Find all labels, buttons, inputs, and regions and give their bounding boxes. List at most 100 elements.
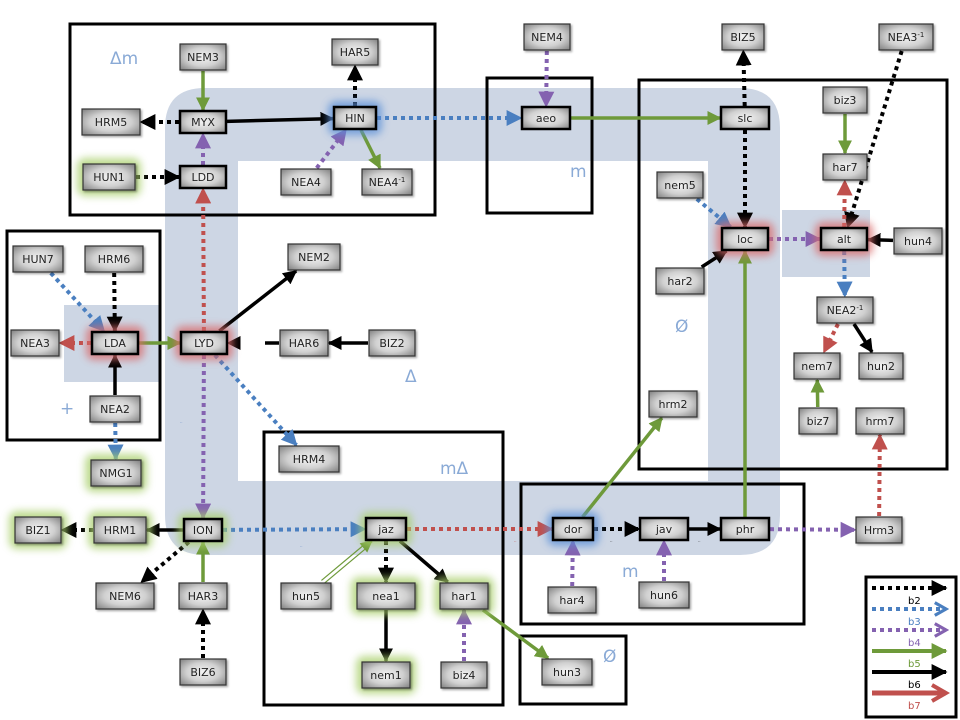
node-box (541, 658, 593, 686)
node-box (10, 329, 60, 357)
node-nmg1[interactable]: NMG1 (90, 459, 142, 487)
edge-line (195, 354, 212, 520)
node-hun1[interactable]: HUN1 (82, 163, 136, 191)
node-hrm2[interactable]: hrm2 (648, 390, 698, 418)
node-box (822, 153, 868, 181)
node-jav[interactable]: jav (638, 516, 690, 542)
node-biz2[interactable]: BIZ2 (368, 329, 416, 357)
node-box (332, 105, 378, 131)
node-hun2[interactable]: hun2 (858, 352, 904, 380)
node-myx[interactable]: MYX (178, 109, 228, 135)
edge-lyd-to-ion (195, 354, 212, 520)
node-biz3[interactable]: biz3 (822, 86, 868, 114)
node-har2[interactable]: har2 (655, 267, 705, 295)
node-hun4[interactable]: hun4 (893, 227, 943, 255)
node-slc[interactable]: slc (719, 105, 771, 131)
node-hrm3[interactable]: Hrm3 (855, 516, 903, 544)
edge-nea2inv-to-hun2 (852, 323, 874, 354)
node-nea2[interactable]: NEA2 (89, 395, 141, 423)
node-nea3inv[interactable]: NEA3-1 (878, 23, 934, 51)
node-nem3[interactable]: NEM3 (179, 43, 227, 71)
node-biz7[interactable]: biz7 (798, 407, 838, 435)
node-box (523, 23, 571, 51)
node-biz1[interactable]: BIZ1 (14, 516, 62, 544)
node-nem1[interactable]: nem1 (361, 661, 411, 689)
node-hin[interactable]: HIN (332, 105, 378, 131)
node-ldd[interactable]: LDD (178, 164, 228, 190)
node-nem2[interactable]: NEM2 (287, 243, 341, 271)
node-har7[interactable]: har7 (822, 153, 868, 181)
node-box (84, 245, 144, 273)
node-box (280, 582, 332, 610)
node-label: BIZ6 (190, 666, 215, 679)
node-nea3[interactable]: NEA3 (10, 329, 60, 357)
node-hrm5[interactable]: HRM5 (81, 108, 141, 136)
node-hun3[interactable]: hun3 (541, 658, 593, 686)
edge-hrm6-to-lda (106, 272, 123, 333)
node-har5[interactable]: HAR5 (331, 38, 379, 66)
node-label: MYX (191, 116, 215, 129)
node-har4[interactable]: har4 (547, 586, 597, 614)
edge-jaz-to-har1 (398, 539, 449, 584)
edge-dor-to-hrm2 (581, 416, 664, 519)
node-aeo[interactable]: aeo (520, 105, 572, 131)
node-har1[interactable]: har1 (439, 582, 489, 610)
node-biz5[interactable]: BIZ5 (721, 23, 765, 51)
node-hrm1[interactable]: HRM1 (93, 516, 147, 544)
node-label: hun4 (904, 235, 932, 248)
edge-line (538, 50, 555, 108)
node-har3[interactable]: HAR3 (178, 582, 228, 610)
node-nem4[interactable]: NEM4 (523, 23, 571, 51)
node-nea2inv[interactable]: NEA2-1 (816, 296, 874, 324)
node-nem5[interactable]: nem5 (656, 171, 704, 199)
node-hun6[interactable]: hun6 (638, 581, 690, 609)
node-lyd[interactable]: LYD (179, 330, 229, 356)
edge-line (844, 50, 904, 229)
edge-nea3inv-to-alt (844, 50, 904, 229)
edge-line (106, 272, 123, 333)
edge-slc-to-biz5 (735, 49, 752, 107)
node-box (90, 330, 140, 356)
node-hrm7[interactable]: hrm7 (855, 407, 905, 435)
node-biz6[interactable]: BIZ6 (179, 658, 227, 686)
node-box (95, 582, 155, 610)
tiny-marks: ·· ·· ·· ·· ·· (180, 420, 701, 549)
node-label: NEA2-1 (827, 304, 864, 317)
node-nem7[interactable]: nem7 (793, 352, 841, 380)
node-box (819, 226, 869, 252)
node-hun7[interactable]: HUN7 (12, 245, 64, 273)
node-box (721, 23, 765, 51)
region-label-hun3: Ø (603, 647, 616, 667)
node-nem6[interactable]: NEM6 (95, 582, 155, 610)
node-jaz[interactable]: jaz (364, 516, 408, 542)
node-biz4[interactable]: biz4 (440, 661, 488, 689)
node-nea4[interactable]: NEA4 (280, 168, 332, 196)
node-label: aeo (536, 112, 557, 125)
node-lda[interactable]: LDA (90, 330, 140, 356)
node-phr[interactable]: phr (719, 516, 771, 542)
node-box (793, 352, 841, 380)
edge-har1-to-hun3 (481, 608, 550, 660)
edge-nea2-to-nmg1 (107, 422, 124, 461)
node-nea4inv[interactable]: NEA4-1 (361, 168, 413, 196)
node-hrm6[interactable]: HRM6 (84, 245, 144, 273)
node-box (551, 516, 595, 542)
tiny-mark: ·· (180, 420, 183, 425)
node-box (331, 38, 379, 66)
node-box (719, 105, 771, 131)
node-box (855, 516, 903, 544)
node-hrm4[interactable]: HRM4 (278, 445, 340, 473)
node-loc[interactable]: loc (720, 226, 770, 252)
node-label: NEM4 (531, 31, 563, 44)
node-box (638, 581, 690, 609)
node-box (719, 516, 771, 542)
node-label: har1 (451, 590, 476, 603)
node-nea1[interactable]: nea1 (356, 582, 416, 610)
node-label: hun3 (553, 666, 581, 679)
node-dor[interactable]: dor (551, 516, 595, 542)
node-label: hun2 (867, 360, 895, 373)
node-ion[interactable]: ION (182, 517, 224, 543)
node-alt[interactable]: alt (819, 226, 869, 252)
node-hun5[interactable]: hun5 (280, 582, 332, 610)
node-har6[interactable]: HAR6 (279, 329, 329, 357)
